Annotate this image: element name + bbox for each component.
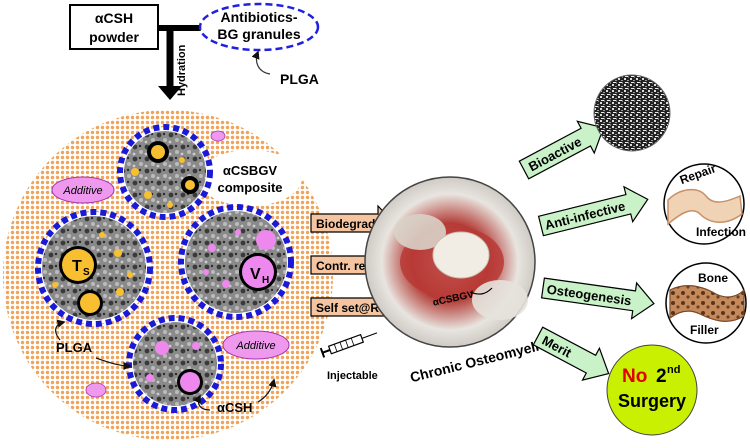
plga-label: PLGA: [56, 340, 93, 355]
granule-right: V H: [178, 204, 294, 320]
ts-label: T: [72, 258, 82, 275]
vh-label: V: [250, 266, 261, 283]
ts-subscript: S: [83, 267, 90, 278]
acsh-arrow-2: [257, 378, 277, 403]
bone-label: Bone: [698, 271, 728, 285]
granule-left: T S: [35, 209, 153, 327]
granules-label-line2: BG granules: [217, 26, 300, 42]
granule-top: [117, 124, 213, 220]
vh-granule: [242, 256, 274, 288]
antibiotic-granule: [151, 145, 165, 159]
merit-surgery: Surgery: [618, 391, 686, 411]
antibiotic-granule: [114, 249, 122, 257]
vancomycin-granule: [256, 230, 276, 250]
composite-label-bubble: [198, 150, 302, 206]
antibiotic-granule: [99, 232, 105, 238]
bone-filler-shape: [669, 285, 745, 322]
osteomyelitis-photo: αCSBGV: [364, 176, 536, 348]
antibiotic-granule: [179, 157, 185, 163]
antibiotic-granule: [131, 168, 139, 176]
merit-number: 2: [656, 366, 667, 387]
granule-bottom: [126, 315, 224, 413]
antibiotic-granule: [52, 282, 58, 288]
process-label-biodegrade: Biodegrade: [316, 217, 382, 231]
acsh-label: αCSH: [217, 400, 252, 415]
antibiotic-granule: [80, 293, 100, 313]
additive-dot: [210, 130, 226, 142]
merit-superscript: nd: [667, 364, 680, 376]
additive-dot: [85, 382, 107, 398]
outcome-arrow-merit: Merit: [532, 326, 610, 381]
syringe-icon: [319, 332, 378, 358]
powder-label-line1: αCSH: [95, 10, 133, 26]
vancomycin-granule: [155, 341, 169, 355]
osteogenesis-inset: Bone Filler: [665, 262, 747, 344]
composite-label-line1: αCSBGV: [223, 163, 278, 178]
plga-top-label: PLGA: [280, 71, 319, 87]
antibiotic-granule: [127, 272, 133, 278]
vancomycin-granule: [203, 269, 209, 275]
bioactive-inset: [593, 74, 671, 152]
vancomycin-granule: [180, 372, 200, 392]
antibiotic-granule: [116, 288, 124, 296]
implant: [432, 231, 490, 279]
additive-label-1: Additive: [62, 185, 102, 197]
powder-label-line2: powder: [89, 29, 139, 45]
composite-label-line2: composite: [217, 180, 282, 195]
plga-arrow-2: [95, 357, 132, 371]
granules-label-line1: Antibiotics-: [221, 9, 298, 25]
ts-granule: [62, 249, 94, 281]
outcome-arrow-antiinfective: Anti-infective: [537, 185, 649, 237]
powder-box: αCSH powder: [69, 4, 159, 50]
bone-repair-shape: [667, 188, 743, 226]
vancomycin-granule: [222, 280, 230, 288]
antibiotic-granule: [167, 202, 173, 208]
merit-circle: No 2 nd Surgery: [606, 344, 698, 436]
process-label-selfset: Self set@RT: [316, 301, 387, 315]
acsh-arrow-1: [193, 394, 211, 411]
hydration-arrowhead: [158, 86, 182, 100]
antiinfective-inset: Repair Infection: [663, 161, 746, 245]
antibiotic-granule: [185, 180, 195, 190]
outcome-arrow-osteogenesis: Osteogenesis: [540, 277, 655, 320]
antibiotic-granule: [144, 191, 152, 199]
vancomycin-granule: [208, 244, 216, 252]
vancomycin-granule: [235, 229, 241, 235]
plga-arrow-1: [55, 319, 66, 341]
outcome-label-antiinfective: Anti-infective: [543, 198, 627, 232]
merit-no: No: [622, 366, 647, 387]
vh-subscript: H: [262, 275, 269, 286]
vancomycin-granule: [192, 342, 200, 350]
hydration-label: Hydration: [176, 44, 188, 96]
filler-label: Filler: [690, 323, 719, 337]
additive-label-2: Additive: [235, 340, 275, 352]
implant-pointer: [469, 287, 493, 295]
granules-ellipse: Antibiotics- BG granules: [198, 2, 320, 52]
vancomycin-granule: [146, 374, 154, 382]
injectable-label: Injectable: [327, 370, 378, 382]
plga-top-arrow: [251, 50, 271, 75]
additive-ellipse-2: [222, 330, 290, 360]
infection-label: Infection: [696, 225, 746, 239]
additive-ellipse-1: [51, 176, 115, 204]
